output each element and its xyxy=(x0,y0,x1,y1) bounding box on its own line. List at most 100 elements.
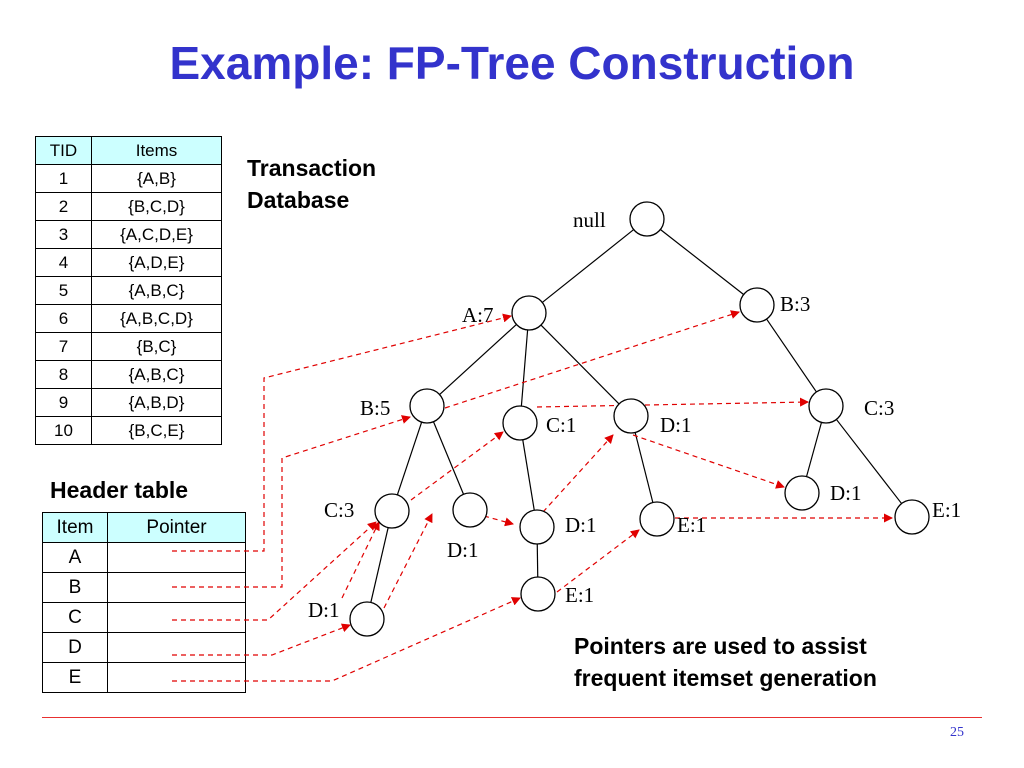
tree-node-label: null xyxy=(573,208,606,232)
transaction-label-line-2: Database xyxy=(247,187,350,213)
tree-node-label: A:7 xyxy=(462,303,494,327)
header-table-header-row: Item Pointer xyxy=(42,512,246,543)
tree-node-label: E:1 xyxy=(932,498,961,522)
tree-node-C3b xyxy=(808,388,844,424)
node-link-pointer xyxy=(410,431,504,501)
note-line-1: Pointers are used to assist xyxy=(574,633,867,659)
item-column-header: Item xyxy=(42,512,108,543)
tree-edge xyxy=(766,318,817,393)
tree-edges xyxy=(370,228,903,603)
items-cell: {A,B,C} xyxy=(91,360,222,389)
header-table-row: D xyxy=(42,632,246,663)
node-link-pointer xyxy=(172,313,512,552)
tree-node-B5 xyxy=(409,388,445,424)
tree-node-label: D:1 xyxy=(565,513,597,537)
tree-node-label: E:1 xyxy=(565,583,594,607)
node-link-pointer xyxy=(632,434,785,489)
transaction-table: TID Items 1{A,B}2{B,C,D}3{A,C,D,E}4{A,D,… xyxy=(35,136,222,445)
tree-node-D1b xyxy=(452,492,488,528)
item-cell: B xyxy=(42,572,108,603)
items-cell: {A,D,E} xyxy=(91,248,222,277)
items-cell: {B,C,D} xyxy=(91,192,222,221)
node-link-pointer xyxy=(172,415,411,588)
tree-node-label: D:1 xyxy=(447,538,479,562)
node-link-pointer xyxy=(483,515,514,527)
tid-cell: 10 xyxy=(35,416,92,445)
pointers-note: Pointers are used to assist frequent ite… xyxy=(574,630,877,694)
tree-node-C3 xyxy=(374,493,410,529)
tree-edge xyxy=(396,421,423,496)
tree-edge xyxy=(520,329,529,407)
tree-node-D1a xyxy=(613,398,649,434)
pointer-column-header: Pointer xyxy=(107,512,246,543)
page-number: 25 xyxy=(950,725,964,740)
transaction-label-line-1: Transaction xyxy=(247,155,377,181)
tid-cell: 3 xyxy=(35,220,92,249)
header-table-row: E xyxy=(42,662,246,693)
tree-node-A7 xyxy=(511,295,547,331)
tid-cell: 6 xyxy=(35,304,92,333)
tree-node-label: C:1 xyxy=(546,413,576,437)
node-link-pointer xyxy=(536,397,809,408)
tree-edge xyxy=(432,421,465,495)
transaction-row: 3{A,C,D,E} xyxy=(35,220,222,249)
tree-edge xyxy=(541,229,635,303)
tree-node-D1c xyxy=(519,509,555,545)
tree-node-E1c xyxy=(520,576,556,612)
transaction-table-header-row: TID Items xyxy=(35,136,222,165)
tree-edge xyxy=(522,439,535,511)
tree-node-label: D:1 xyxy=(830,481,862,505)
tree-edge xyxy=(439,324,517,395)
header-table-row: A xyxy=(42,542,246,573)
items-cell: {A,B,C,D} xyxy=(91,304,222,333)
transaction-row: 2{B,C,D} xyxy=(35,192,222,221)
transaction-row: 7{B,C} xyxy=(35,332,222,361)
header-table-label: Header table xyxy=(50,477,189,503)
transaction-row: 6{A,B,C,D} xyxy=(35,304,222,333)
tree-edge xyxy=(634,432,654,503)
tree-node-label: D:1 xyxy=(660,413,692,437)
note-line-2: frequent itemset generation xyxy=(574,665,877,691)
node-link-pointer xyxy=(542,434,614,513)
tree-node-D1e xyxy=(349,601,385,637)
tree-edge xyxy=(370,527,389,603)
tid-cell: 7 xyxy=(35,332,92,361)
transaction-row: 9{A,B,D} xyxy=(35,388,222,417)
tree-node-E1a xyxy=(639,501,675,537)
node-link-pointer xyxy=(172,521,377,621)
node-link-pointer xyxy=(172,623,351,656)
tree-node-E1b xyxy=(894,499,930,535)
node-link-pointer xyxy=(341,521,380,599)
tree-node-label: D:1 xyxy=(308,598,340,622)
tree-node-label: B:5 xyxy=(360,396,390,420)
tree-node-null xyxy=(629,201,665,237)
tree-node-label: E:1 xyxy=(677,513,706,537)
items-cell: {A,B,C} xyxy=(91,276,222,305)
transaction-row: 5{A,B,C} xyxy=(35,276,222,305)
transaction-row: 4{A,D,E} xyxy=(35,248,222,277)
node-link-pointers xyxy=(172,310,893,682)
pointer-cell xyxy=(107,662,246,693)
footer-divider xyxy=(42,717,982,718)
node-link-pointer xyxy=(172,597,521,682)
items-cell: {B,C,E} xyxy=(91,416,222,445)
pointer-cell xyxy=(107,632,246,663)
tree-edge xyxy=(805,422,823,477)
node-link-pointer xyxy=(556,529,640,593)
slide-title: Example: FP-Tree Construction xyxy=(169,37,855,89)
item-cell: E xyxy=(42,662,108,693)
tree-node-label: B:3 xyxy=(780,292,810,316)
transaction-row: 10{B,C,E} xyxy=(35,416,222,445)
tree-node-B3 xyxy=(739,287,775,323)
tree-node-D1d xyxy=(784,475,820,511)
tid-cell: 9 xyxy=(35,388,92,417)
tree-edge xyxy=(660,228,744,296)
transaction-database-label: Transaction Database xyxy=(247,152,376,216)
tree-edge xyxy=(540,324,620,405)
tree-node-label: C:3 xyxy=(864,396,894,420)
tree-node-C1a xyxy=(502,405,538,441)
pointer-cell xyxy=(107,542,246,573)
